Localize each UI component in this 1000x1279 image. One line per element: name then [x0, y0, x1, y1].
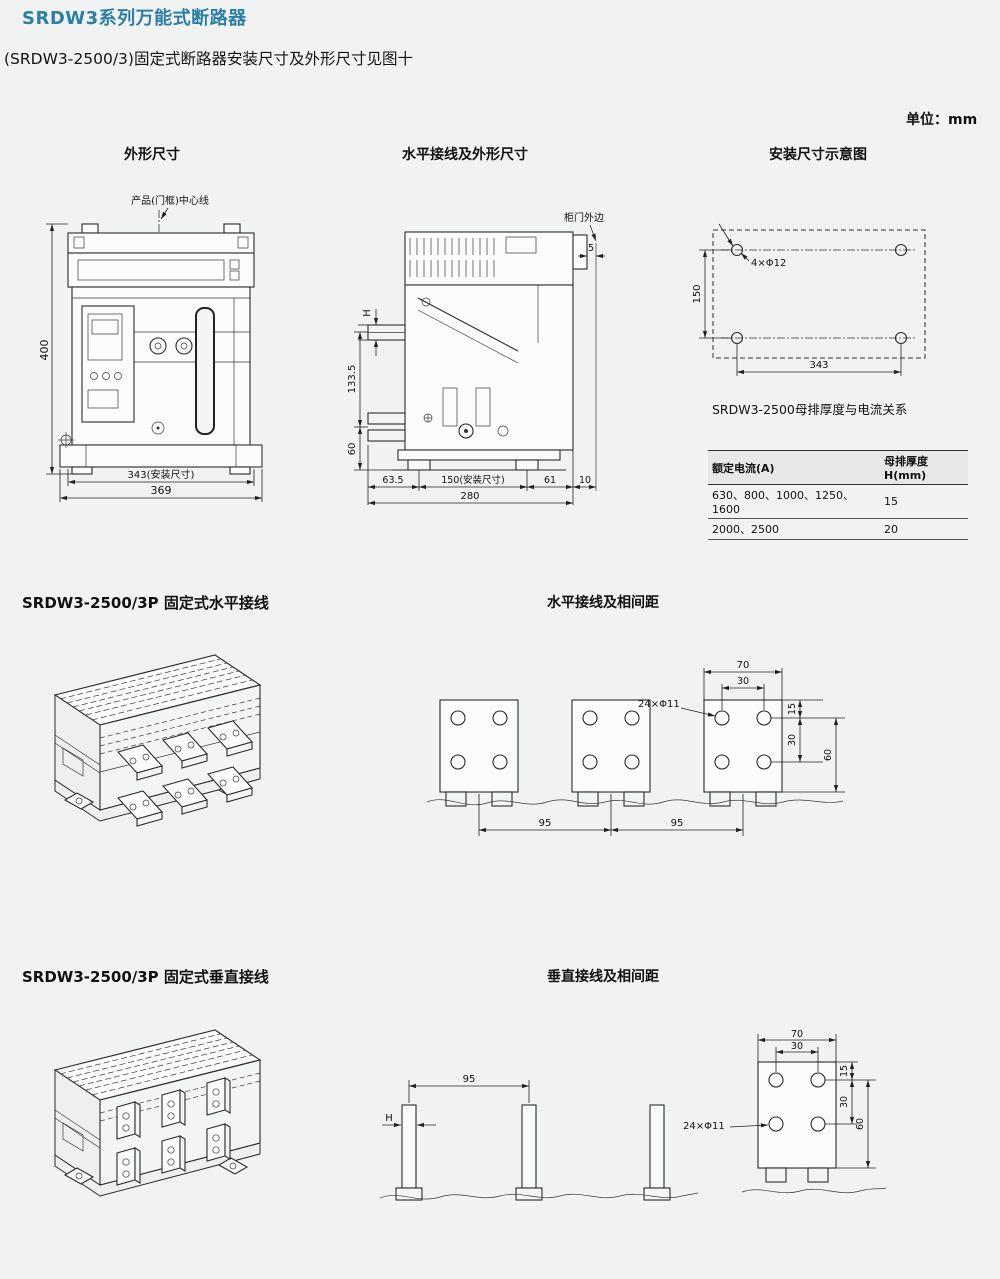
dim-hole-v-spacing: 30: [787, 734, 798, 746]
mounting-holes: [730, 243, 908, 345]
dim-phase-pitch-1: 95: [539, 818, 552, 829]
dim-bottom-height: 60: [347, 443, 358, 456]
dim-bar-spacing: 133.5: [347, 365, 358, 394]
v-spacing-dimensions: 95 H 70 30 15 30 60 24×Φ11: [382, 1029, 887, 1194]
dim-bar-thickness: H: [385, 1113, 393, 1124]
h-spacing-dimensions: 95 95 70 30 15 30 60 24×Φ11: [478, 660, 845, 836]
side-view-diagram: 柜门外边 5 H 133.5 60 63.5 150(安装尺寸) 61 10 2…: [347, 211, 605, 506]
busbar-table: 额定电流(A) 母排厚度H(mm) 630、800、1000、1250、1600…: [708, 450, 968, 540]
table-row: 630、800、1000、1250、1600 15: [708, 484, 968, 519]
cell-thickness-1: 15: [880, 484, 968, 519]
isometric-vertical-wiring: [53, 1029, 262, 1197]
dim-pad-height: 60: [855, 1118, 866, 1130]
dim-pad-width: 70: [791, 1029, 803, 1040]
door-edge-label: 柜门外边: [564, 211, 604, 224]
dim-hole-h-spacing: 30: [791, 1041, 803, 1052]
page-subtitle: (SRDW3-2500/3)固定式断路器安装尺寸及外形尺寸见图十: [4, 50, 413, 68]
section-title-horizontal-spacing: 水平接线及相间距: [547, 595, 659, 611]
page-title: SRDW3系列万能式断路器: [22, 8, 247, 29]
vertical-busbar-terminals: [116, 1077, 231, 1186]
dim-mount-height: 150: [692, 284, 703, 303]
unit-label: 单位：mm: [906, 112, 978, 128]
rear-busbar-lower-1: [367, 412, 406, 425]
dim-install-depth: 150(安装尺寸): [441, 474, 505, 486]
dim-install-width: 343(安装尺寸): [128, 468, 195, 481]
horizontal-busbar-terminals: [116, 720, 254, 827]
dim-overall-height: 400: [38, 340, 51, 361]
dim-overall-width: 369: [151, 484, 172, 497]
dim-overall-depth: 280: [460, 491, 479, 502]
front-view-dimensions: 400 343(安装尺寸) 369: [38, 223, 263, 502]
dim-pad-height: 60: [823, 749, 834, 761]
col-busbar-thickness: 母排厚度H(mm): [880, 450, 968, 485]
cabinet-door-line: 柜门外边 5: [564, 211, 605, 491]
dim-hole-callout: 24×Φ11: [638, 699, 680, 710]
dim-edge-top: 15: [839, 1065, 850, 1077]
dim-front-depth: 61: [544, 475, 556, 486]
front-view-diagram: 产品(门框)中心线 400 34: [38, 194, 263, 502]
dim-hole-h-spacing: 30: [737, 676, 749, 687]
dim-edge-top: 15: [787, 703, 798, 715]
cell-current-2: 2000、2500: [708, 518, 880, 540]
dim-door-gap: 5: [588, 243, 594, 254]
breaker-side-outline: [367, 231, 588, 471]
terminal-pads: [426, 699, 844, 807]
break-line: [741, 1187, 887, 1194]
dim-hole-v-spacing: 30: [839, 1096, 850, 1108]
section-title-fixed-horizontal: SRDW3-2500/3P 固定式水平接线: [22, 594, 269, 612]
break-line: [426, 799, 844, 806]
table-row: 2000、2500 20: [708, 518, 968, 540]
dim-rear-depth: 63.5: [382, 475, 403, 486]
vertical-bars: [379, 1104, 699, 1201]
section-title-mounting: 安装尺寸示意图: [769, 147, 867, 163]
rear-busbar-lower-2: [367, 429, 406, 442]
mounting-bolt-icon: [58, 432, 74, 448]
section-title-outline: 外形尺寸: [124, 147, 180, 163]
mounting-diagram: 4×Φ12 150 343: [692, 223, 926, 376]
col-rated-current: 额定电流(A): [708, 450, 880, 485]
table-header-row: 额定电流(A) 母排厚度H(mm): [708, 450, 968, 485]
cell-thickness-2: 20: [880, 518, 968, 540]
busbar-table-title: SRDW3-2500母排厚度与电流关系: [712, 402, 908, 417]
dim-door-offset: 10: [579, 475, 591, 486]
breaker-front-outline: [58, 223, 263, 475]
section-title-horizontal-outline: 水平接线及外形尺寸: [402, 147, 528, 163]
mounting-dimensions: 150 343: [692, 249, 902, 376]
terminal-pad: [757, 1061, 837, 1169]
dim-busbar-thickness: H: [362, 309, 373, 317]
break-line: [379, 1192, 699, 1200]
dim-phase-pitch: 95: [463, 1074, 476, 1085]
mounting-plate-outline: [712, 229, 926, 359]
vertical-spacing-diagram: 95 H 70 30 15 30 60 24×Φ11: [379, 1029, 887, 1201]
section-title-fixed-vertical: SRDW3-2500/3P 固定式垂直接线: [22, 968, 269, 986]
isometric-horizontal-wiring: [53, 654, 262, 827]
dim-mount-width: 343: [809, 360, 828, 371]
section-title-vertical-spacing: 垂直接线及相间距: [547, 969, 659, 985]
dim-hole-callout: 24×Φ11: [683, 1121, 725, 1132]
dim-hole-callout: 4×Φ12: [751, 258, 786, 269]
horizontal-spacing-diagram: 95 95 70 30 15 30 60 24×Φ11: [426, 660, 845, 836]
side-view-dimensions: H 133.5 60 63.5 150(安装尺寸) 61 10 280: [347, 309, 596, 506]
cell-current-1: 630、800、1000、1250、1600: [708, 484, 880, 519]
centerline-label: 产品(门框)中心线: [131, 194, 209, 207]
dim-pad-width: 70: [737, 660, 750, 671]
dim-phase-pitch-2: 95: [671, 818, 684, 829]
